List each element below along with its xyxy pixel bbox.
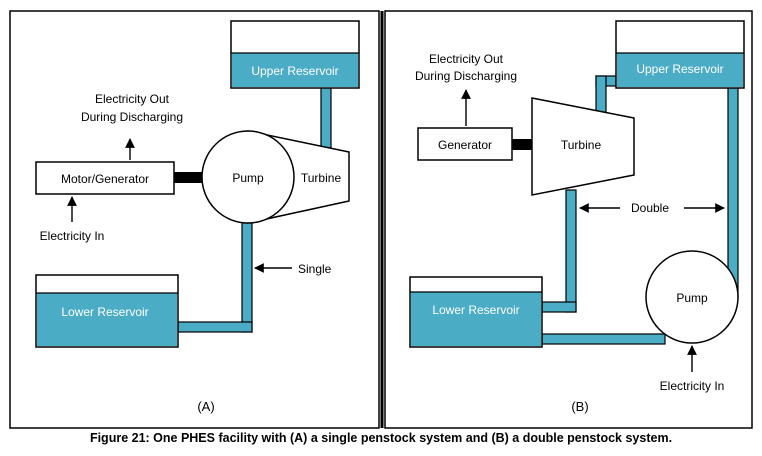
turbine-b-label: Turbine <box>561 138 602 152</box>
panel-a-frame <box>9 10 380 429</box>
penstock-b-turbine-down <box>565 189 577 313</box>
penstock-a-vertical <box>241 221 253 333</box>
shaft-a <box>174 172 202 183</box>
electricity-out-a-line2: During Discharging <box>81 110 183 124</box>
motor-generator-box <box>35 161 175 195</box>
turbine-a-label: Turbine <box>301 171 342 185</box>
electricity-in-a-label: Electricity In <box>40 229 105 243</box>
panel-a-label: (A) <box>197 399 214 414</box>
generator-label: Generator <box>438 138 492 152</box>
turbine-b <box>531 97 635 196</box>
electricity-in-b-label: Electricity In <box>660 379 725 393</box>
upper-reservoir-a-water <box>232 53 358 87</box>
pump-a-label: Pump <box>232 171 264 185</box>
lower-reservoir-b-label: Lower Reservoir <box>432 303 519 317</box>
penstock-b-lower-bottom <box>541 333 666 345</box>
panel-b-label: (B) <box>571 399 588 414</box>
shaft-b <box>512 139 532 150</box>
double-label: Double <box>631 201 669 215</box>
electricity-out-b-line2: During Discharging <box>415 69 517 83</box>
panel-b: Upper Reservoir Lower Reservoir Turbine … <box>409 20 745 414</box>
panel-b-frame <box>384 10 753 429</box>
upper-reservoir-b-label: Upper Reservoir <box>636 62 723 76</box>
pump-b-label: Pump <box>676 291 708 305</box>
lower-reservoir-b-water <box>411 292 541 346</box>
penstock-a-horizontal <box>177 321 253 333</box>
figure-caption: Figure 21: One PHES facility with (A) a … <box>89 431 673 445</box>
electricity-out-b-line1: Electricity Out <box>429 52 504 66</box>
upper-reservoir-a-label: Upper Reservoir <box>251 64 338 78</box>
penstock-a-upper <box>320 85 332 152</box>
lower-reservoir-a-label: Lower Reservoir <box>61 305 148 319</box>
upper-reservoir-b-water <box>617 53 743 87</box>
panel-a: Upper Reservoir Lower Reservoir Pump Tur… <box>35 20 360 414</box>
phes-diagram: Upper Reservoir Lower Reservoir Pump Tur… <box>9 10 753 429</box>
lower-reservoir-a-water <box>37 293 177 346</box>
electricity-out-a-line1: Electricity Out <box>95 92 170 106</box>
motor-generator-label: Motor/Generator <box>61 172 149 186</box>
penstock-b-lower-top <box>541 301 577 313</box>
penstock-b-pump-up <box>727 85 739 299</box>
single-label: Single <box>298 262 332 276</box>
pump-b <box>645 250 739 344</box>
generator-box <box>417 127 513 161</box>
